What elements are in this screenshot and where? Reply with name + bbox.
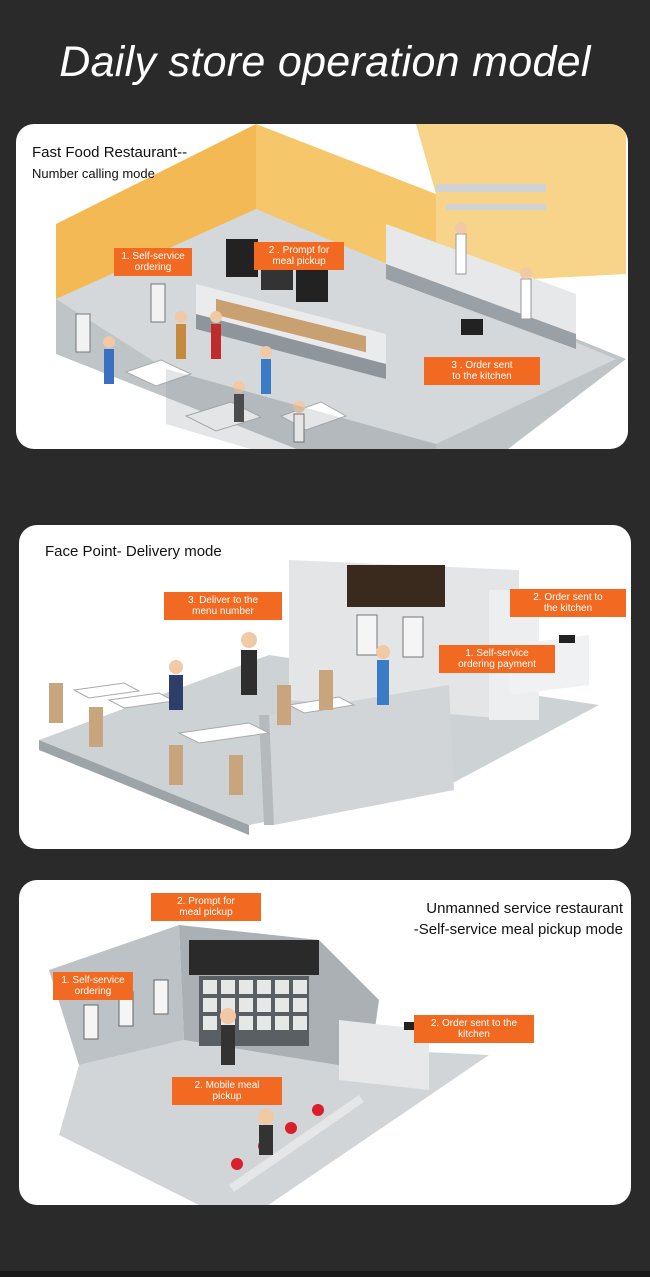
delivery-scene-illustration: [39, 560, 599, 835]
unmanned-subtitle: -Self-service meal pickup mode: [413, 921, 623, 938]
unmanned-title-text: Unmanned service restaurant: [426, 900, 623, 917]
bottom-divider: [0, 1271, 650, 1277]
page-title: Daily store operation model: [59, 38, 591, 86]
fast-food-subtitle: Number calling mode: [32, 166, 155, 181]
unmanned-panel: Unmanned service restaurant -Self-servic…: [19, 880, 631, 1205]
fast-food-scene-illustration: [56, 124, 626, 449]
callout-self-service-ordering: 1. Self-service ordering: [114, 248, 192, 276]
callout-order-sent-kitchen: 2. Order sent to the kitchen: [414, 1015, 534, 1043]
fast-food-panel: Fast Food Restaurant-- Number calling mo…: [16, 124, 628, 449]
callout-order-sent-kitchen: 3 . Order sent to the kitchen: [424, 357, 540, 385]
delivery-title-text: Face Point- Delivery mode: [45, 543, 222, 560]
callout-deliver-menu-number: 3. Deliver to the menu number: [164, 592, 282, 620]
delivery-title: Face Point- Delivery mode: [45, 541, 222, 562]
callout-mobile-meal-pickup: 2. Mobile meal pickup: [172, 1077, 282, 1105]
unmanned-scene-illustration: [49, 925, 489, 1205]
callout-prompt-meal-pickup: 2 . Prompt for meal pickup: [254, 242, 344, 270]
fast-food-title-text: Fast Food Restaurant--: [32, 144, 188, 161]
callout-self-service-ordering-payment: 1. Self-service ordering payment: [439, 645, 555, 673]
fast-food-title: Fast Food Restaurant-- Number calling mo…: [32, 142, 187, 184]
unmanned-title: Unmanned service restaurant -Self-servic…: [414, 898, 623, 940]
callout-order-sent-kitchen: 2. Order sent to the kitchen: [510, 589, 626, 617]
callout-self-service-ordering: 1. Self-service ordering: [53, 972, 133, 1000]
delivery-panel: Face Point- Delivery mode 3. Deliver to …: [19, 525, 631, 849]
callout-prompt-meal-pickup: 2. Prompt for meal pickup: [151, 893, 261, 921]
